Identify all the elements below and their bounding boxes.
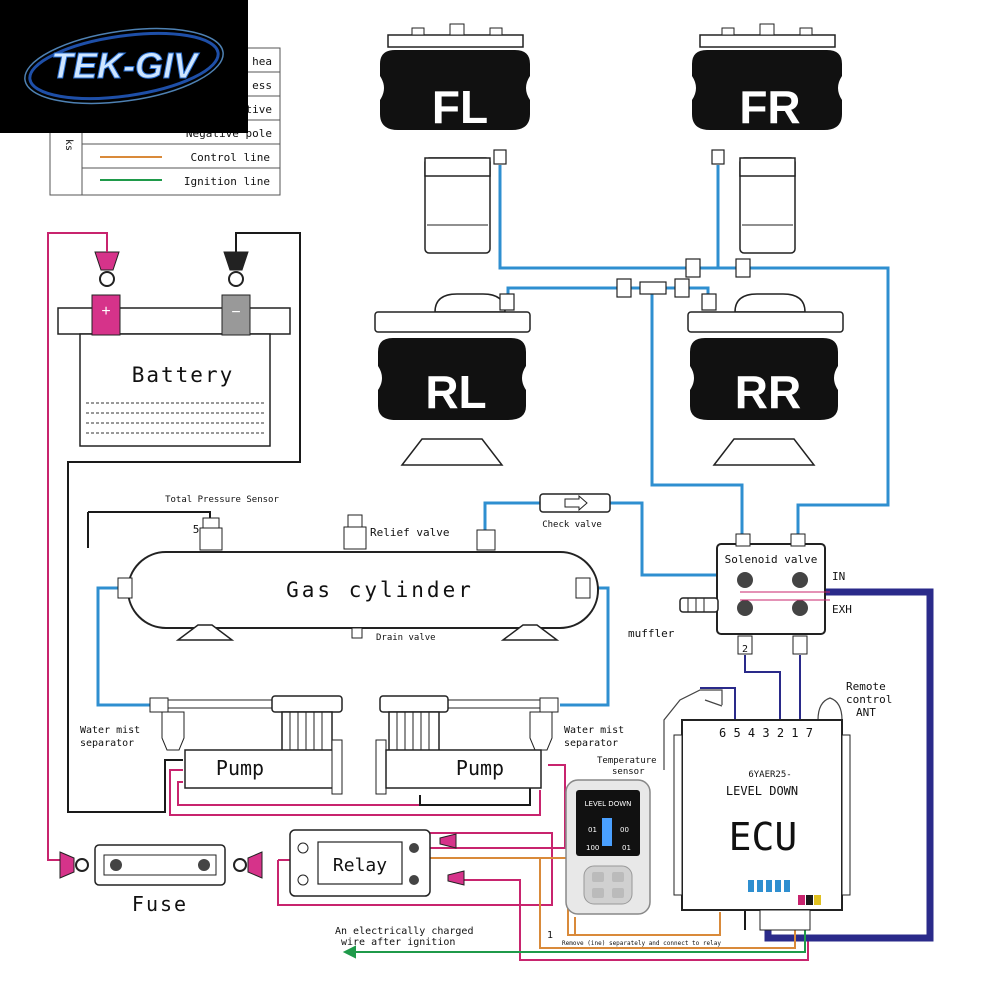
temp-sensor-wire xyxy=(663,689,723,770)
ecu-sublabel: LEVEL DOWN xyxy=(726,784,798,798)
water-separator-right-line1: Water mist xyxy=(564,725,624,736)
solenoid-label: Solenoid valve xyxy=(725,553,818,566)
remote-ant-line1: Remote xyxy=(846,680,886,693)
antenna-wire xyxy=(817,697,843,721)
ecu-signal-wires xyxy=(700,655,801,720)
ignition-note-line2: wire after ignition xyxy=(341,937,455,948)
airbag-rl-label: RL xyxy=(425,366,486,418)
pump-left-label: Pump xyxy=(216,756,264,780)
ignition-note-line1: An electrically charged xyxy=(335,926,473,937)
legend-row-2: ess xyxy=(252,79,272,92)
remote-ant-line3: ANT xyxy=(856,706,876,719)
airbag-fr: FR xyxy=(692,23,842,254)
control-wires xyxy=(430,857,796,949)
pump-left: Pump xyxy=(184,695,343,795)
solenoid-in-label: IN xyxy=(832,570,845,583)
remote-ant-line2: control xyxy=(846,693,892,706)
airbag-fl-label: FL xyxy=(432,81,488,133)
water-separator-right-line2: separator xyxy=(564,738,618,749)
airbag-fr-label: FR xyxy=(739,81,800,133)
air-lines xyxy=(96,165,890,707)
ignition-wire xyxy=(342,930,806,959)
ecu-label: ECU xyxy=(729,815,798,859)
relay-note: Remove (ine) separately and connect to r… xyxy=(562,940,721,947)
water-separator-left-line1: Water mist xyxy=(80,725,140,736)
pump-right: Pump xyxy=(375,695,542,795)
battery-positive-label: + xyxy=(101,303,110,320)
ecu-model: 6YAER25- xyxy=(748,770,791,780)
water-separator-left: Water mist separator xyxy=(80,697,299,751)
brand-logo: TEK-GIV xyxy=(0,0,248,133)
remote-screen-header: LEVEL DOWN xyxy=(585,800,632,808)
pump-right-label: Pump xyxy=(456,756,504,780)
airbag-fl: FL xyxy=(380,23,530,254)
remote-screen-b: 00 xyxy=(620,826,629,834)
solenoid-port-number: 2 xyxy=(742,644,748,655)
temp-sensor-line2: sensor xyxy=(612,767,645,777)
fuse: Fuse xyxy=(59,844,263,916)
air-fittings xyxy=(493,149,751,311)
ecu: 6 5 4 3 2 1 7 6YAER25- LEVEL DOWN ECU Re… xyxy=(673,680,892,931)
legend-side-label: ks xyxy=(63,139,74,151)
water-separator-right: Water mist separator xyxy=(411,697,624,751)
check-valve: Check valve xyxy=(539,493,611,530)
drain-valve-label: Drain valve xyxy=(376,633,436,643)
positive-wires xyxy=(47,232,809,961)
battery: + − Battery xyxy=(57,251,291,447)
temp-sensor-line1: Temperature xyxy=(597,756,657,766)
fuse-label: Fuse xyxy=(132,892,188,916)
muffler: muffler xyxy=(628,597,719,640)
ecu-link xyxy=(764,588,934,942)
relay-label: Relay xyxy=(333,855,387,876)
airbag-rr-label: RR xyxy=(735,366,801,418)
remote-control: LEVEL DOWN 01 00 100 01 xyxy=(565,779,651,915)
note-number: 1 xyxy=(547,930,553,941)
water-separator-left-line2: separator xyxy=(80,738,134,749)
muffler-label: muffler xyxy=(628,627,675,640)
battery-label: Battery xyxy=(132,363,235,387)
logo-text: TEK-GIV xyxy=(51,45,200,86)
pressure-sensor-label: Total Pressure Sensor xyxy=(165,495,279,505)
legend-row-ignition: Ignition line xyxy=(184,175,270,188)
remote-screen-d: 01 xyxy=(622,844,631,852)
gas-cylinder: Gas cylinder Total Pressure Sensor 5 Rel… xyxy=(117,495,599,643)
remote-screen-c: 100 xyxy=(586,844,599,852)
legend-row-3: tive xyxy=(246,103,273,116)
solenoid-exh-label: EXH xyxy=(832,603,852,616)
airbag-rr: RR xyxy=(687,293,844,466)
legend-row-1: hea xyxy=(252,55,272,68)
ecu-pin-numbers: 6 5 4 3 2 1 7 xyxy=(719,726,813,740)
relay: Relay xyxy=(289,829,465,897)
check-valve-label: Check valve xyxy=(542,520,602,530)
remote-screen-a: 01 xyxy=(588,826,597,834)
airbag-rl: RL xyxy=(374,293,531,466)
gas-cylinder-label: Gas cylinder xyxy=(286,578,474,602)
legend-row-control: Control line xyxy=(191,151,270,164)
relief-valve-label: Relief valve xyxy=(370,526,449,539)
pressure-sensor-number: 5 xyxy=(193,523,200,536)
solenoid-valve: Solenoid valve 2 IN EXH xyxy=(716,533,852,655)
battery-negative-label: − xyxy=(231,304,240,321)
